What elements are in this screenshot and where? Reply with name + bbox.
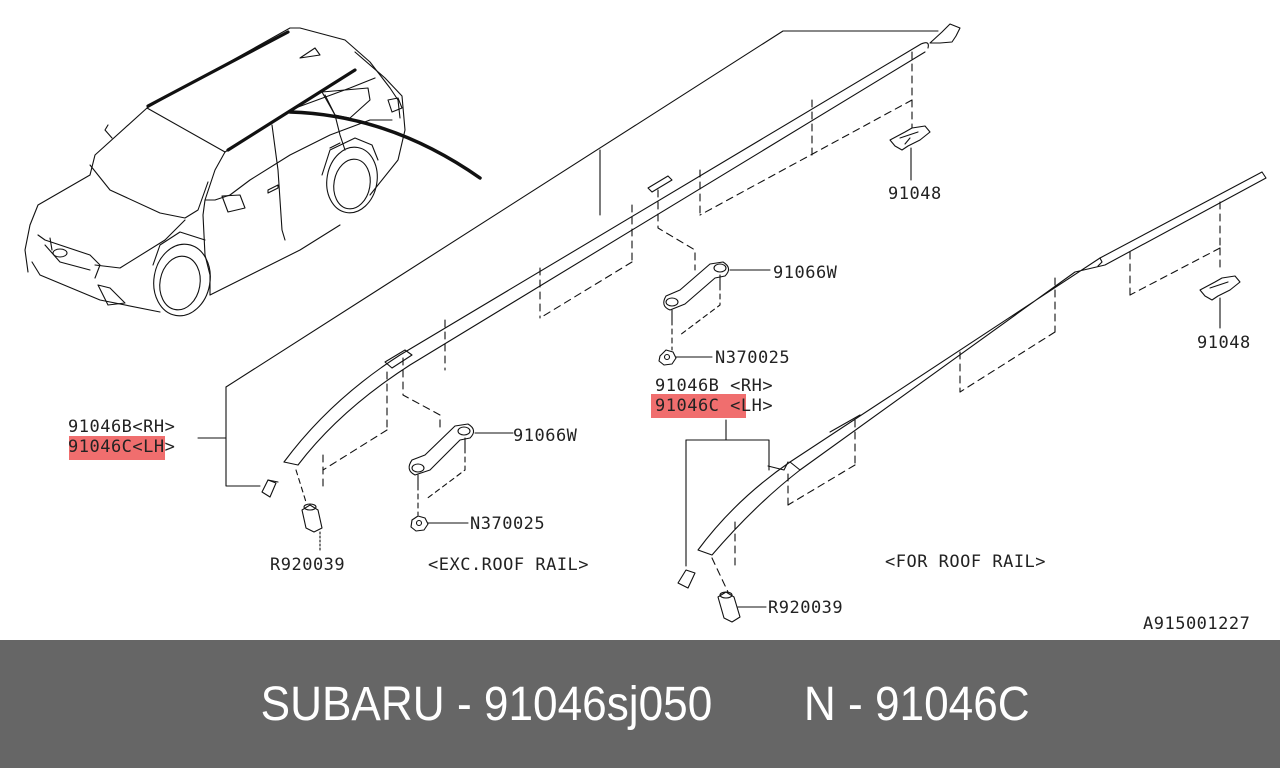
part-number-footer: SUBARU - 91046sj050 N - 91046C bbox=[0, 640, 1280, 768]
label-91046b-rh-left: 91046B<RH> bbox=[68, 417, 176, 437]
clip-upper bbox=[889, 125, 931, 181]
label-r920039-right: R920039 bbox=[768, 598, 844, 618]
label-91046c-lh-left: 91046C<LH> bbox=[68, 437, 176, 457]
label-91048-upper: 91048 bbox=[888, 184, 942, 204]
label-91066w-lower: 91066W bbox=[513, 426, 578, 446]
roof-rail-lower bbox=[677, 171, 1267, 623]
callout-left bbox=[197, 386, 261, 487]
fastener-left bbox=[295, 469, 323, 551]
diagram-drawing bbox=[24, 23, 1267, 623]
label-91048-right: 91048 bbox=[1197, 333, 1251, 353]
label-91066w-upper: 91066W bbox=[773, 263, 838, 283]
label-exc-roof-rail: <EXC.ROOF RAIL> bbox=[428, 555, 590, 575]
oem-part-number: N - 91046C bbox=[803, 677, 1030, 731]
highlight-91046c-mid bbox=[651, 394, 746, 418]
drawing-id: A915001227 bbox=[1143, 614, 1251, 634]
label-91046b-rh-mid: 91046B <RH> bbox=[655, 376, 774, 396]
parts-diagram: 91046B<RH> 91046C<LH> 91046B <RH> 91046C… bbox=[24, 23, 1267, 634]
bracket-lower bbox=[408, 423, 514, 532]
roof-molding-upper bbox=[225, 23, 961, 491]
label-r920039-left: R920039 bbox=[270, 555, 346, 575]
car-illustration bbox=[24, 27, 482, 317]
highlight-91046c-left bbox=[69, 436, 165, 460]
brand-part-number: SUBARU - 91046sj050 bbox=[260, 677, 713, 731]
end-piece-left bbox=[261, 479, 279, 498]
label-91046c-lh-mid: 91046C <LH> bbox=[655, 396, 774, 416]
label-n370025-upper: N370025 bbox=[715, 348, 791, 368]
label-n370025-lower: N370025 bbox=[470, 514, 546, 534]
label-for-roof-rail: <FOR ROOF RAIL> bbox=[885, 552, 1047, 572]
bracket-upper bbox=[658, 261, 771, 366]
